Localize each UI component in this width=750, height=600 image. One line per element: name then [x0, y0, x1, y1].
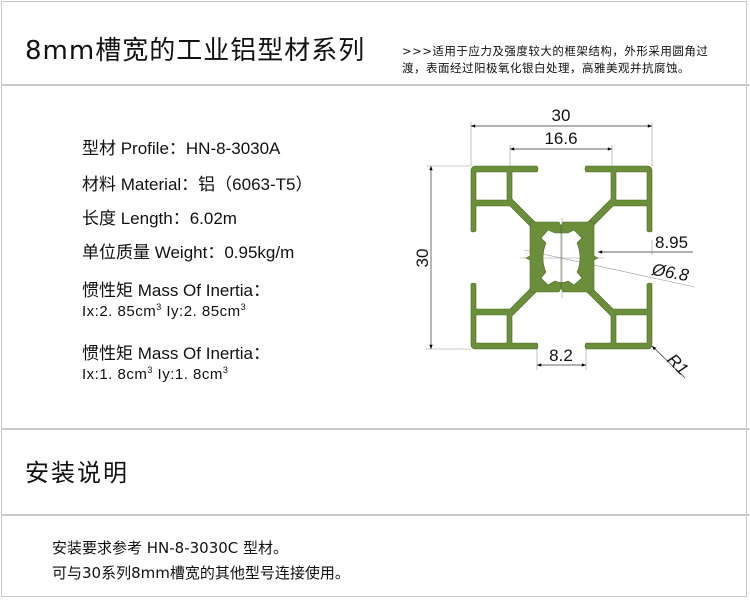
header-divider [1, 84, 749, 86]
installation-line-1: 安装要求参考 HN-8-3030C 型材。 [52, 539, 289, 557]
installation-divider [1, 514, 749, 516]
unit-superscript: 3 [222, 365, 229, 375]
inertia-iy: Iy:2. 85cm [166, 303, 241, 320]
spec-material: 材料 Material：铝（6063-T5） [82, 175, 313, 194]
description-line-1: >>>适用于应力及强度较大的框架结构，外形采用圆角过 [402, 44, 709, 58]
dim-overall-width: 30 [552, 106, 571, 125]
spec-profile: 型材 Profile：HN-8-3030A [82, 139, 281, 158]
unit-superscript: 3 [147, 365, 153, 375]
page-title: 8mm槽宽的工业铝型材系列 [25, 36, 366, 66]
inertia-ix: Ix:2. 85cm [82, 303, 157, 320]
dim-slot-span: 16.6 [544, 129, 577, 148]
dimension-lines [429, 124, 693, 379]
installation-heading: 安装说明 [25, 459, 129, 487]
aluminum-profile-shape [470, 165, 653, 350]
dim-slot-width: 8.2 [549, 346, 573, 365]
unit-superscript: 3 [156, 302, 162, 312]
inertia-block-1: 惯性矩 Mass Of Inertia： Ix:2. 85cm3 Iy:2. 8… [82, 281, 270, 320]
product-description: >>>适用于应力及强度较大的框架结构，外形采用圆角过 渡，表面经过阳极氧化银白处… [402, 43, 742, 77]
unit-superscript: 3 [240, 302, 247, 312]
inertia-iy: Iy:1. 8cm [157, 366, 223, 383]
inertia-values: Ix:1. 8cm3 Iy:1. 8cm3 [82, 363, 270, 382]
spec-divider [1, 428, 749, 430]
spec-weight: 单位质量 Weight：0.95kg/m [82, 243, 295, 262]
inertia-ix: Ix:1. 8cm [82, 366, 148, 383]
spec-length: 长度 Length：6.02m [82, 209, 237, 228]
inertia-heading: 惯性矩 Mass Of Inertia： [82, 281, 270, 300]
dim-center-hole: Ø6.8 [650, 260, 691, 285]
description-line-2: 渡，表面经过阳极氧化银白处理，高雅美观并抗腐蚀。 [402, 61, 690, 75]
dim-corner-radius: R1 [663, 350, 692, 379]
dim-core-offset: 8.95 [655, 233, 688, 252]
profile-cross-section-drawing: 30 16.6 30 8.2 8.95 Ø6.8 R1 [413, 106, 696, 379]
inertia-block-2: 惯性矩 Mass Of Inertia： Ix:1. 8cm3 Iy:1. 8c… [82, 344, 270, 383]
dim-overall-height: 30 [413, 249, 432, 268]
installation-line-2: 可与30系列8mm槽宽的其他型号连接使用。 [52, 564, 350, 582]
inertia-heading: 惯性矩 Mass Of Inertia： [82, 344, 270, 363]
inertia-values: Ix:2. 85cm3 Iy:2. 85cm3 [82, 300, 270, 319]
